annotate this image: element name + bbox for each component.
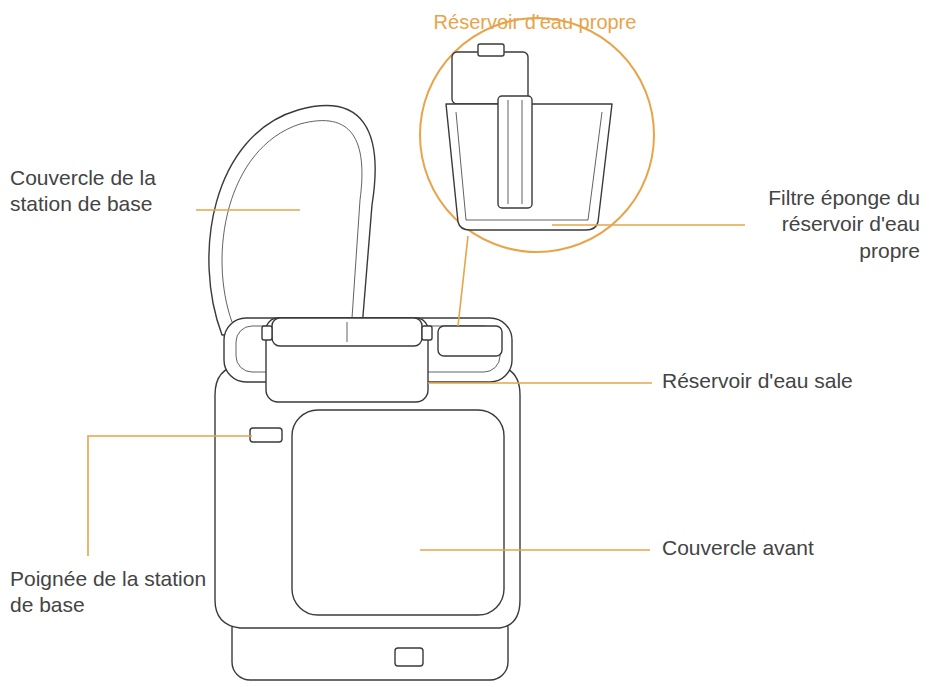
inset-circle [420, 18, 654, 252]
leader-line [196, 209, 300, 211]
leader-line [88, 436, 252, 556]
lid-divider [347, 322, 348, 342]
dirty-tank-lid [272, 318, 422, 346]
station-dock [395, 648, 423, 666]
lid-latch [422, 326, 432, 340]
leader-line [552, 224, 745, 226]
front-cover [292, 410, 504, 615]
sponge-filter [498, 96, 532, 208]
part-label: Filtre éponge du réservoir d'eau propre [760, 185, 920, 264]
part-label: Couvercle de la station de base [10, 165, 160, 218]
leader-line [420, 549, 650, 551]
lid-latch [262, 326, 272, 340]
station-lid [209, 106, 375, 335]
part-label: Couvercle avant [662, 535, 922, 561]
filter-rib [508, 100, 509, 204]
filter-rib [522, 100, 523, 204]
station-body [215, 365, 520, 628]
part-label: Réservoir d'eau sale [662, 368, 922, 394]
lid-tab [478, 44, 504, 56]
leader-line [428, 382, 652, 384]
lid-edge [222, 121, 362, 322]
clean-tank-slot [438, 326, 502, 356]
dirty-tank [266, 318, 428, 402]
part-label: Poignée de la station de base [10, 566, 210, 619]
inset-title: Réservoir d'eau propre [405, 10, 665, 35]
inset-pointer [458, 236, 468, 326]
station-handle [250, 428, 282, 442]
